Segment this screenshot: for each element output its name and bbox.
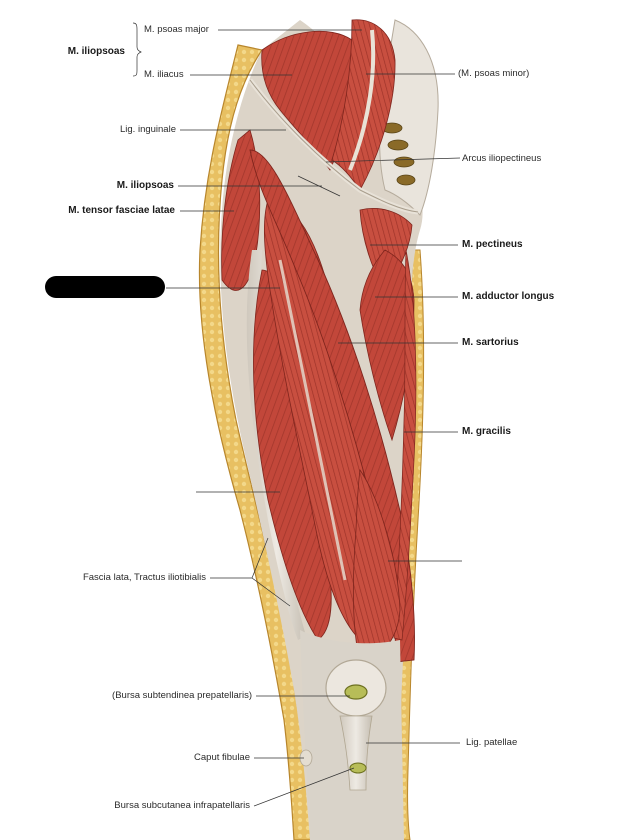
bursa-subtendinea <box>344 684 368 700</box>
label-iliacus: M. iliacus <box>144 69 184 80</box>
subcutaneous-fat-lateral <box>198 44 313 840</box>
label-bursa-subcutanea: Bursa subcutanea infrapatellaris <box>114 800 250 811</box>
label-psoas-minor: (M. psoas minor) <box>458 68 530 79</box>
label-adductor-longus: M. adductor longus <box>462 291 555 302</box>
psoas-minor-tendon <box>348 29 376 171</box>
label-sartorius: M. sartorius <box>462 337 519 348</box>
label-lig-inguinale: Lig. inguinale <box>120 124 176 135</box>
label-tensor-fasciae-latae: M. tensor fasciae latae <box>68 205 175 216</box>
label-psoas-major: M. psoas major <box>144 24 209 35</box>
redacted-label <box>45 276 165 298</box>
label-lig-patellae: Lig. patellae <box>466 737 518 748</box>
label-gracilis: M. gracilis <box>462 426 511 437</box>
label-caput-fibulae: Caput fibulae <box>194 752 250 763</box>
leader-lines <box>132 22 462 807</box>
label-pectineus: M. pectineus <box>462 239 523 250</box>
gracilis-muscle <box>393 249 417 641</box>
label-fascia-lata: Fascia lata, Tractus iliotibialis <box>82 572 206 583</box>
label-bursa-subtendinea: (Bursa subtendinea prepatellaris) <box>112 690 252 701</box>
adductor-longus-muscle <box>359 249 415 442</box>
bursa-subcutanea <box>349 762 367 774</box>
label-arcus-iliopectineus: Arcus iliopectineus <box>462 153 542 164</box>
label-iliopsoas: M. iliopsoas <box>116 180 174 191</box>
label-iliopsoas-group: M. iliopsoas <box>67 46 125 57</box>
